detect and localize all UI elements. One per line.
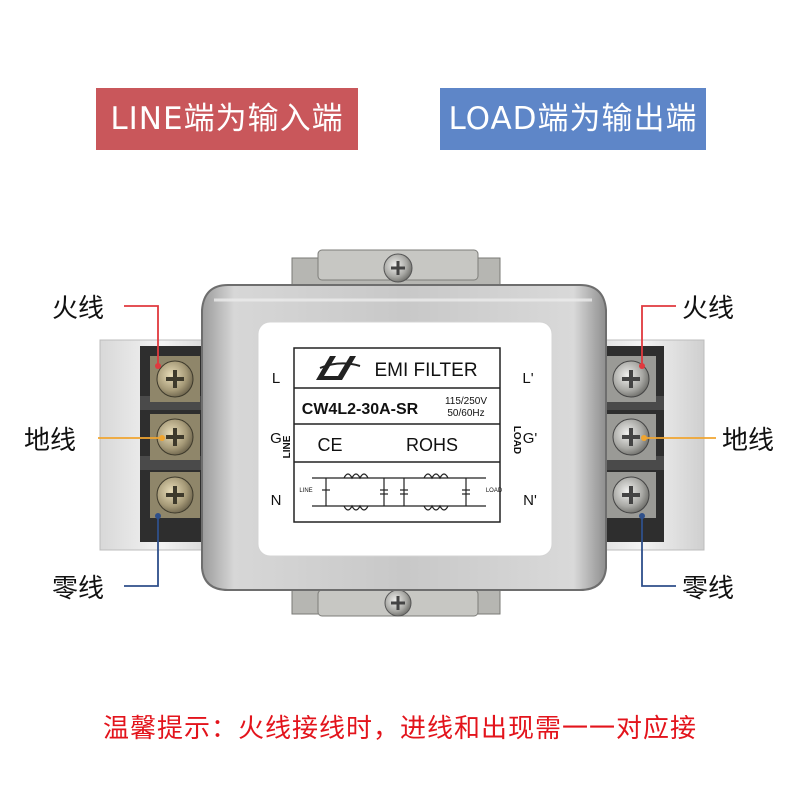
load-output-banner: LOAD端为输出端 [440, 88, 706, 150]
right-ground-label: 地线 [722, 426, 775, 456]
terminal-n-label: N [271, 492, 282, 509]
left-terminal-screw-ground [150, 414, 200, 460]
left-ground-label: 地线 [24, 426, 77, 456]
left-neutral-label: 零线 [52, 574, 105, 604]
right-neutral-label: 零线 [682, 574, 735, 604]
schematic-load-mark: LOAD [486, 488, 503, 494]
left-live-label: 火线 [52, 294, 105, 324]
product-label: EMI FILTER CW4L2-30A-SR 115/250V 50/60Hz… [257, 321, 553, 557]
brand-logo [316, 356, 361, 380]
rohs-mark: ROHS [406, 435, 458, 455]
leader-lines [98, 305, 716, 587]
terminal-l-label: L [272, 370, 280, 387]
schematic-line-mark: LINE [299, 488, 312, 494]
terminal-g-label: G [270, 430, 282, 447]
ce-mark: CE [317, 435, 342, 455]
right-terminal-screw-ground [606, 414, 656, 460]
right-live-label: 火线 [682, 294, 735, 324]
wiring-tip: 温馨提示：火线接线时，进线和出现需一一对应接 [102, 714, 697, 744]
right-live-leader [641, 305, 676, 364]
label-frequency: 50/60Hz [447, 408, 484, 419]
right-neutral-leader [641, 518, 676, 587]
line-input-banner: LINE端为输入端 [96, 88, 358, 150]
left-neutral-leader [124, 518, 159, 587]
left-live-leader [124, 305, 159, 364]
label-title: EMI FILTER [374, 360, 477, 381]
filter-schematic [312, 473, 486, 511]
label-voltage: 115/250V [445, 396, 487, 407]
terminal-g-out-label: G' [523, 430, 538, 447]
terminal-n-out-label: N' [523, 492, 537, 509]
side-line-label: LINE [282, 435, 293, 458]
terminal-l-out-label: L' [522, 370, 533, 387]
label-model: CW4L2-30A-SR [302, 401, 419, 418]
side-load-label: LOAD [511, 426, 522, 454]
left-terminal-screw-neutral [150, 472, 200, 518]
right-terminal-screw-neutral [606, 472, 656, 518]
right-terminal-screw-live [606, 356, 656, 402]
